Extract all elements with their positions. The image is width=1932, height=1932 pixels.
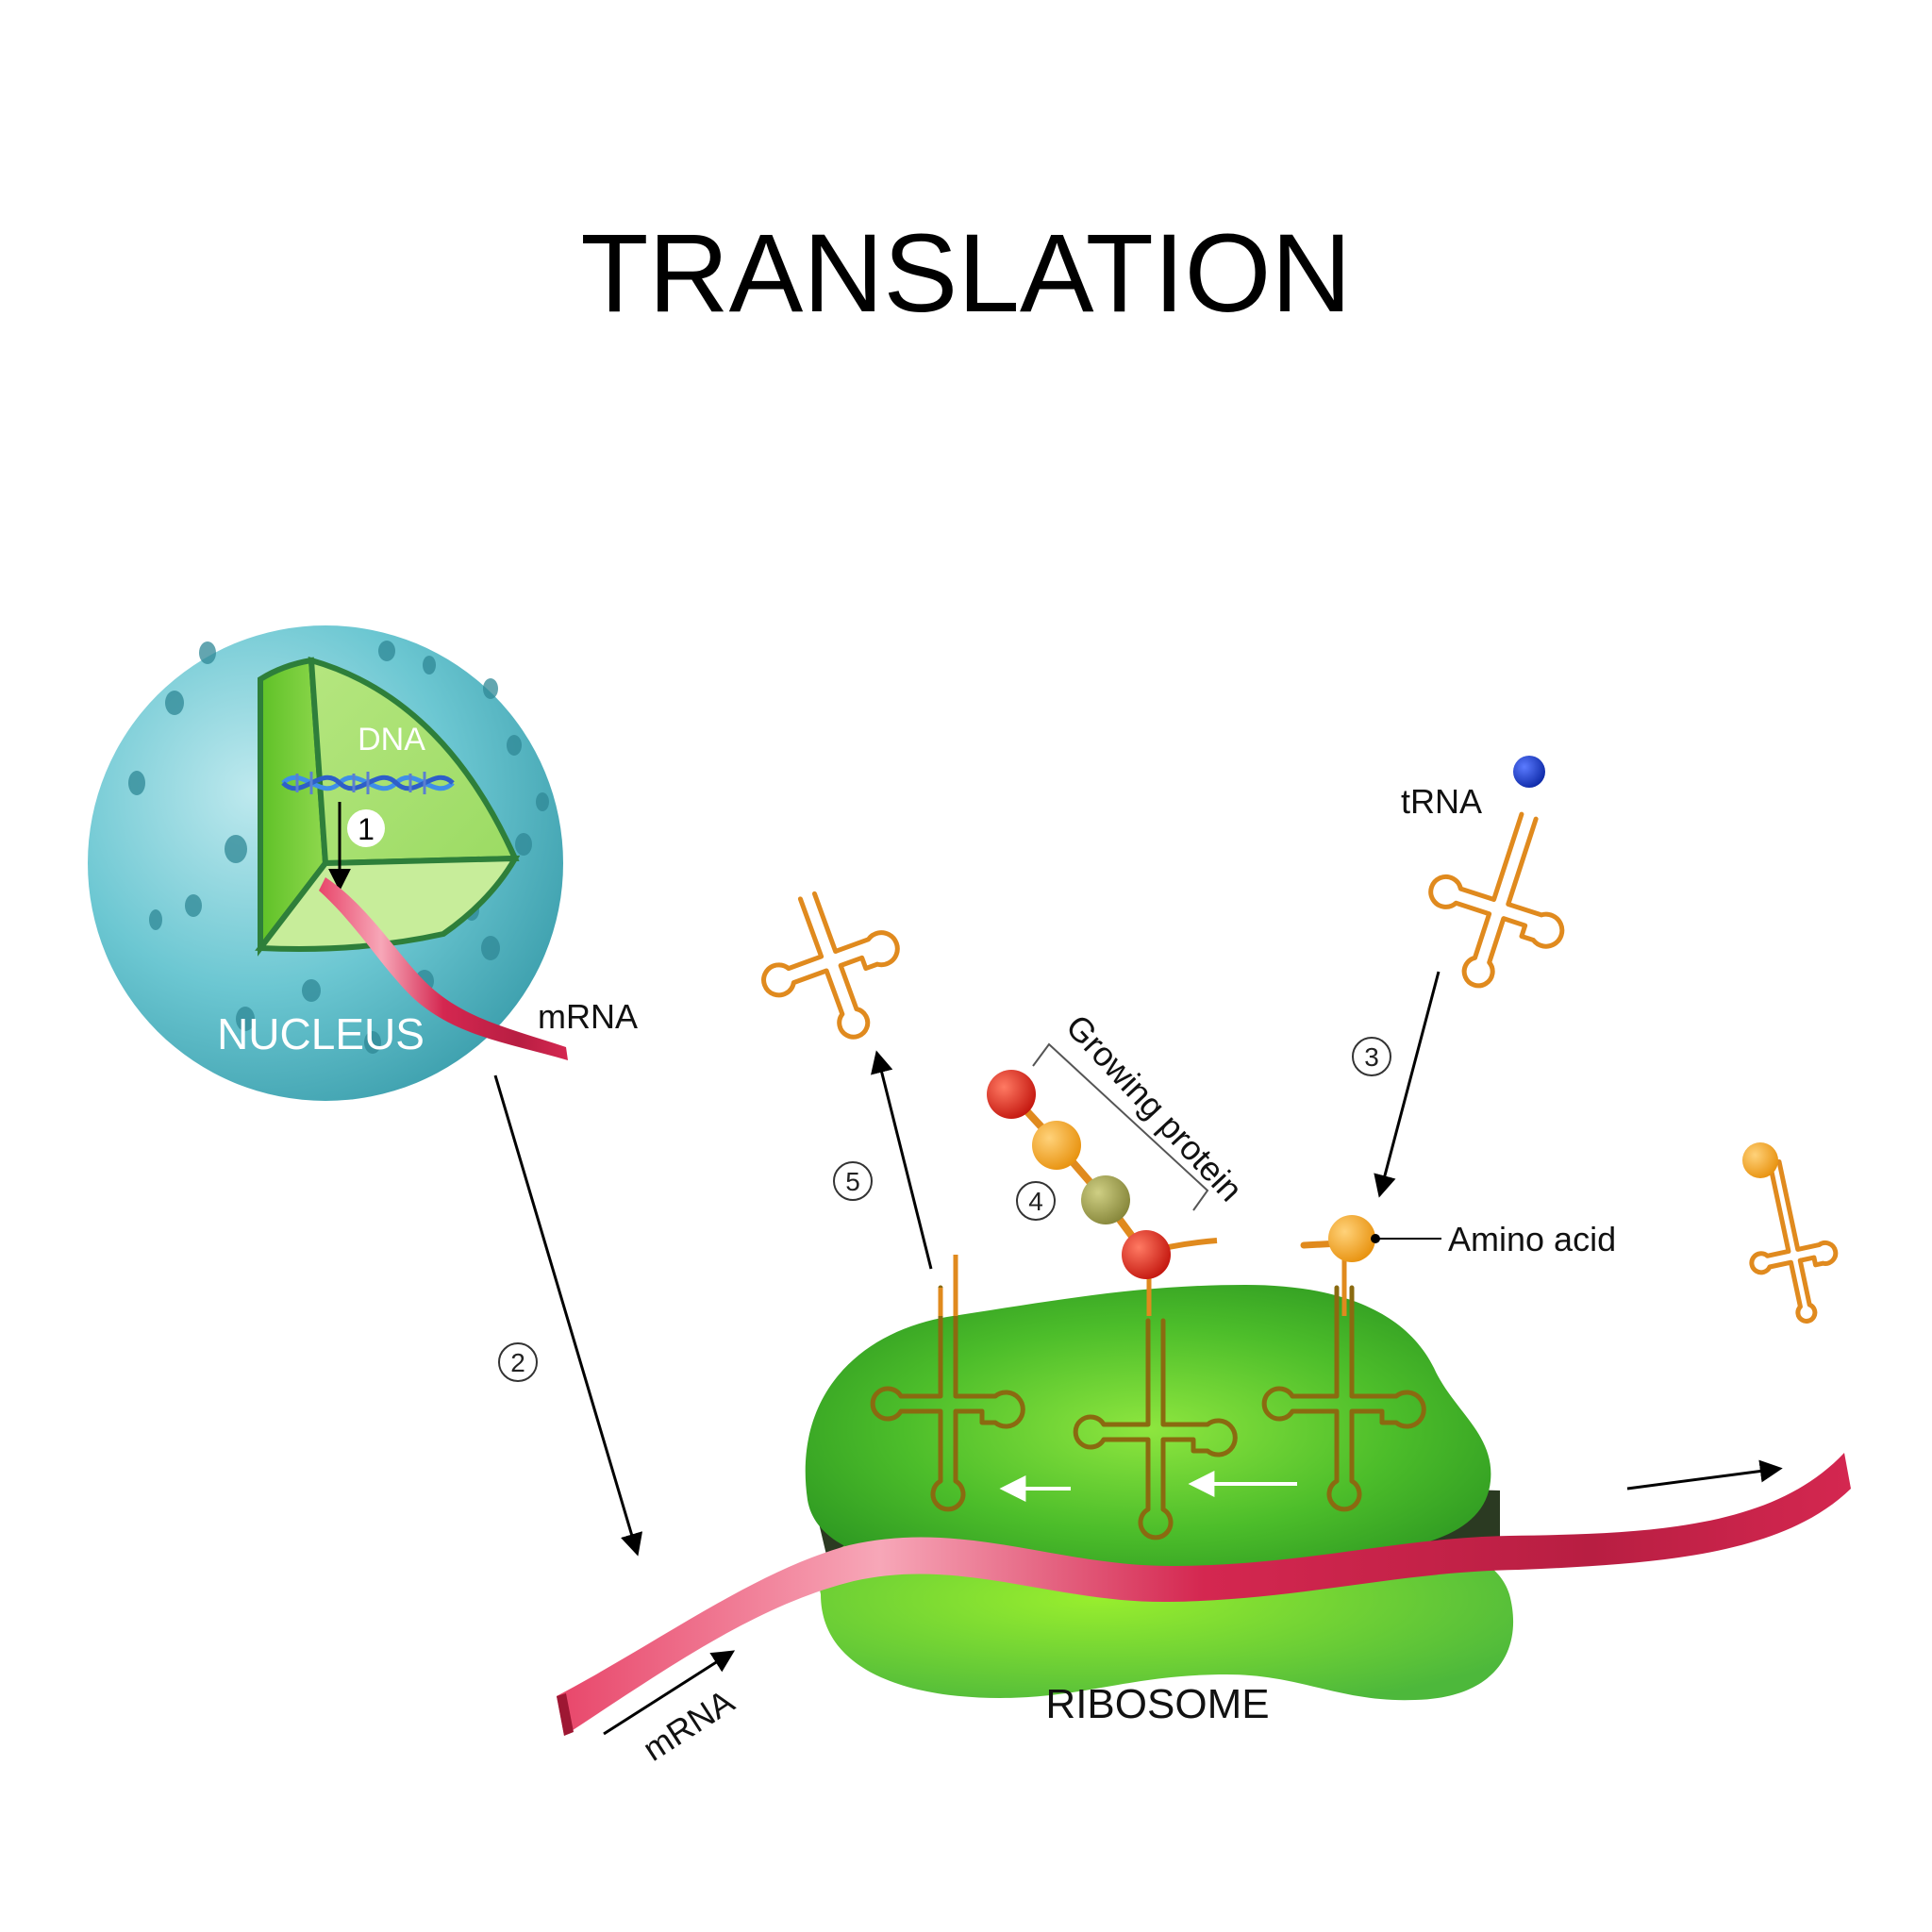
mrna-label-bottom: mRNA — [636, 1682, 741, 1769]
trna-label: tRNA — [1401, 782, 1482, 821]
step-1-marker: 1 — [347, 809, 385, 847]
step-3-number: 3 — [1364, 1042, 1379, 1072]
trna-in-ribosome-3 — [1261, 1285, 1426, 1512]
step-2-marker: 2 — [498, 1342, 538, 1382]
mrna-label-top: mRNA — [538, 997, 638, 1036]
mrna-strand-nucleus — [319, 877, 568, 1060]
step-5-arrow — [871, 1050, 933, 1270]
growing-protein-chain — [987, 1070, 1218, 1279]
mrna-direction-arrow-right — [1626, 1459, 1783, 1491]
step-5-number: 5 — [845, 1167, 860, 1196]
trna-in-ribosome-2 — [1073, 1318, 1238, 1541]
step-4-marker: 4 — [1016, 1181, 1056, 1221]
nucleus: DNA 1 NUCLEUS — [88, 625, 568, 1101]
amino-acid-red-1 — [987, 1070, 1036, 1119]
amino-acid-orange-2 — [1328, 1215, 1375, 1262]
step-5-marker: 5 — [833, 1161, 873, 1201]
step-2-number: 2 — [510, 1348, 525, 1377]
step-3-marker: 3 — [1352, 1037, 1391, 1076]
dna-helix-icon — [281, 772, 455, 794]
nuclear-pores — [128, 641, 549, 1054]
step-1-number: 1 — [358, 812, 375, 846]
ribosome — [805, 1285, 1514, 1701]
dna-label: DNA — [358, 722, 425, 758]
amino-acid-pointer-dot — [1371, 1234, 1380, 1243]
nucleus-label: NUCLEUS — [217, 1009, 425, 1058]
free-trna-right — [1749, 1158, 1839, 1324]
mrna-direction-arrow-left — [603, 1650, 736, 1736]
amino-acid-blue — [1513, 756, 1545, 788]
mrna-strand-ribosome — [557, 1453, 1851, 1736]
trna-in-ribosome-1 — [870, 1285, 1025, 1512]
incoming-trna — [1428, 811, 1565, 989]
amino-acid-orange-1 — [1032, 1121, 1081, 1170]
empty-trna-stem — [938, 1255, 958, 1316]
diagram-title: TRANSLATION — [580, 211, 1351, 336]
step-2-arrow — [493, 1074, 643, 1557]
amino-acid-olive — [1081, 1175, 1130, 1224]
step-3-arrow — [1374, 971, 1441, 1198]
mrna-ribbon-edge — [557, 1693, 574, 1736]
amino-acid-label: Amino acid — [1448, 1220, 1616, 1258]
nucleus-cutaway-left — [258, 657, 329, 957]
departing-trna — [761, 891, 900, 1040]
growing-protein-bracket — [1032, 1042, 1209, 1211]
step-4-number: 4 — [1028, 1187, 1043, 1216]
amino-acid-red-2 — [1122, 1230, 1171, 1279]
amino-acid-orange-3 — [1742, 1142, 1778, 1178]
ribosome-large-subunit — [805, 1285, 1491, 1574]
ribosome-label: RIBOSOME — [1045, 1681, 1269, 1727]
